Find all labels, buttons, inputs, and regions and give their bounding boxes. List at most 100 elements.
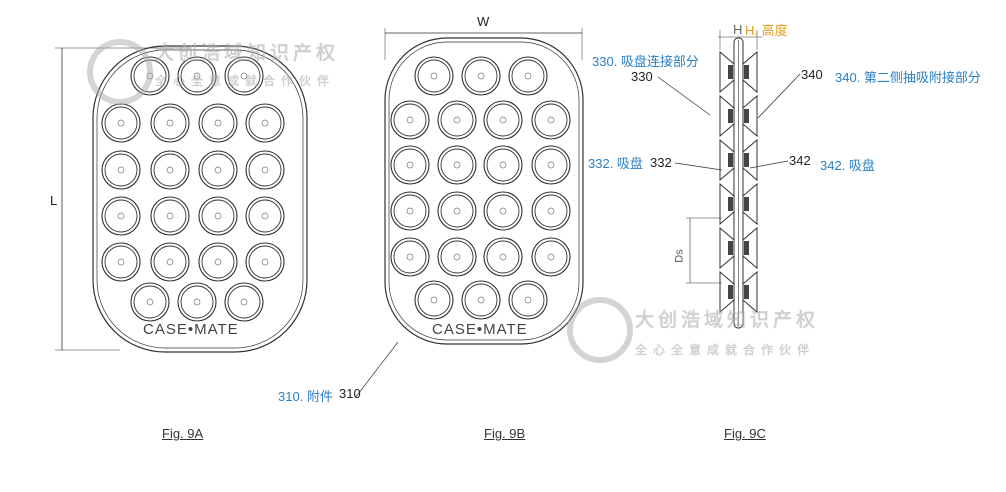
fig9a-suction-cup-inner: [104, 199, 138, 233]
fig9b-suction-cup: [437, 145, 477, 185]
fig9a-suction-cup-center: [166, 212, 174, 220]
watermark-logo-icon: [567, 297, 633, 363]
caption-fig-9c: Fig. 9C: [724, 426, 766, 441]
fig9a-suction-cup: [177, 282, 217, 322]
fig9a-suction-cup-center: [146, 298, 154, 306]
fig9a-suction-cup-inner: [248, 199, 282, 233]
leader-340: [757, 73, 801, 119]
fig9a-suction-cup-center: [240, 72, 248, 80]
fig9b-suction-cup-inner: [511, 283, 545, 317]
label-340: 340. 第二侧抽吸附接部分: [835, 70, 981, 85]
fig9b-suction-cup-inner: [511, 59, 545, 93]
ref-332: 332: [650, 155, 672, 170]
leader-342: [749, 160, 789, 169]
label-342: 342. 吸盘: [820, 158, 875, 173]
fig9b-suction-cup-inner: [393, 148, 427, 182]
fig9b-suction-cup-inner: [534, 148, 568, 182]
fig9a-suction-cup-center: [166, 166, 174, 174]
dimension-h: H: [733, 22, 743, 37]
watermark-logo-icon: [87, 39, 153, 105]
ref-310: 310: [339, 386, 361, 401]
fig9b-suction-cup: [414, 56, 454, 96]
watermark-line1-b: 大创浩域知识产权: [635, 309, 820, 331]
fig9c-cup-stem-right: [744, 241, 749, 255]
fig9c-suction-cup-left: [719, 270, 735, 314]
fig9a-suction-cup-inner: [153, 245, 187, 279]
fig9a-suction-cup: [224, 56, 264, 96]
fig9b-suction-cup-center: [453, 161, 461, 169]
fig9b-suction-cup: [461, 56, 501, 96]
fig9a-suction-cup: [150, 150, 190, 190]
fig9b-suction-cup: [531, 145, 571, 185]
fig9c-suction-cup-left: [719, 226, 735, 270]
fig9a-suction-cup-center: [117, 166, 125, 174]
fig9b-suction-cup: [531, 100, 571, 140]
fig9a-plate-inner: [96, 49, 304, 349]
fig9a-suction-cup-inner: [201, 106, 235, 140]
fig9a-suction-cup: [245, 242, 285, 282]
fig9a-suction-cup-inner: [180, 285, 214, 319]
fig9b-suction-cup: [531, 191, 571, 231]
leader-310: [354, 341, 399, 399]
fig9b-plate-outline: [384, 37, 584, 345]
fig9a-suction-cup-center: [117, 212, 125, 220]
fig9b-suction-cup-center: [499, 161, 507, 169]
fig9b-suction-cup-center: [406, 161, 414, 169]
fig9b-suction-cup: [461, 280, 501, 320]
fig9b-suction-cup-inner: [393, 194, 427, 228]
fig9c-cup-stem-right: [744, 153, 749, 167]
fig9a-suction-cup-inner: [201, 153, 235, 187]
brand-logo-9a: CASE•MATE: [143, 321, 239, 338]
fig9b-suction-cup-inner: [464, 283, 498, 317]
fig9b-suction-cup-inner: [534, 240, 568, 274]
fig9a-suction-cup: [101, 242, 141, 282]
fig9b-suction-cup-center: [547, 116, 555, 124]
dimension-l-label: L: [50, 193, 58, 208]
label-332: 332. 吸盘: [588, 156, 643, 171]
fig9c-suction-cup-left: [719, 182, 735, 226]
fig9c-suction-cup-right: [742, 94, 758, 138]
fig9b-suction-cup-inner: [486, 148, 520, 182]
fig9a-suction-cup: [130, 282, 170, 322]
fig9c-cup-stem-right: [744, 285, 749, 299]
fig9c-suction-cup-left: [719, 138, 735, 182]
fig9b-suction-cup-center: [406, 253, 414, 261]
fig9c-suction-cup-left: [719, 94, 735, 138]
fig9a-suction-cup-center: [261, 166, 269, 174]
fig9a-suction-cup: [198, 242, 238, 282]
fig9b-suction-cup: [483, 145, 523, 185]
fig9a-suction-cup-center: [117, 258, 125, 266]
fig9a-suction-cup-center: [193, 298, 201, 306]
fig9a-suction-cup-center: [166, 119, 174, 127]
fig9b-suction-cup-center: [453, 207, 461, 215]
fig9a-suction-cup-inner: [248, 153, 282, 187]
fig9a-suction-cup: [245, 150, 285, 190]
fig9a-suction-cup-center: [214, 119, 222, 127]
fig9a-suction-cup: [150, 103, 190, 143]
fig9b-suction-cup: [483, 191, 523, 231]
fig9a-suction-cup-inner: [248, 106, 282, 140]
fig9b-suction-cup: [390, 145, 430, 185]
fig9b-suction-cup-inner: [393, 240, 427, 274]
ref-342: 342: [789, 153, 811, 168]
fig9a-suction-cup: [224, 282, 264, 322]
fig9a-suction-cup-inner: [153, 153, 187, 187]
fig9c-suction-cup-left: [719, 50, 735, 94]
caption-fig-9b: Fig. 9B: [484, 426, 526, 441]
fig9c-cup-stem-left: [728, 197, 733, 211]
fig9c-suction-cup-right: [742, 226, 758, 270]
fig9b-suction-cup-inner: [417, 59, 451, 93]
fig9c-suction-cup-right: [742, 50, 758, 94]
fig9a-suction-cup: [198, 103, 238, 143]
fig9a-suction-cup-center: [166, 258, 174, 266]
fig9b-suction-cup-inner: [440, 194, 474, 228]
caption-fig-9a: Fig. 9A: [162, 426, 204, 441]
fig9a-suction-cup-inner: [248, 245, 282, 279]
ref-340: 340: [801, 67, 823, 82]
fig9b-suction-cup: [414, 280, 454, 320]
fig9b-suction-cup-center: [524, 296, 532, 304]
fig9b-suction-cup-center: [524, 72, 532, 80]
fig9b-suction-cup-center: [477, 296, 485, 304]
fig9a-suction-cup: [130, 56, 170, 96]
